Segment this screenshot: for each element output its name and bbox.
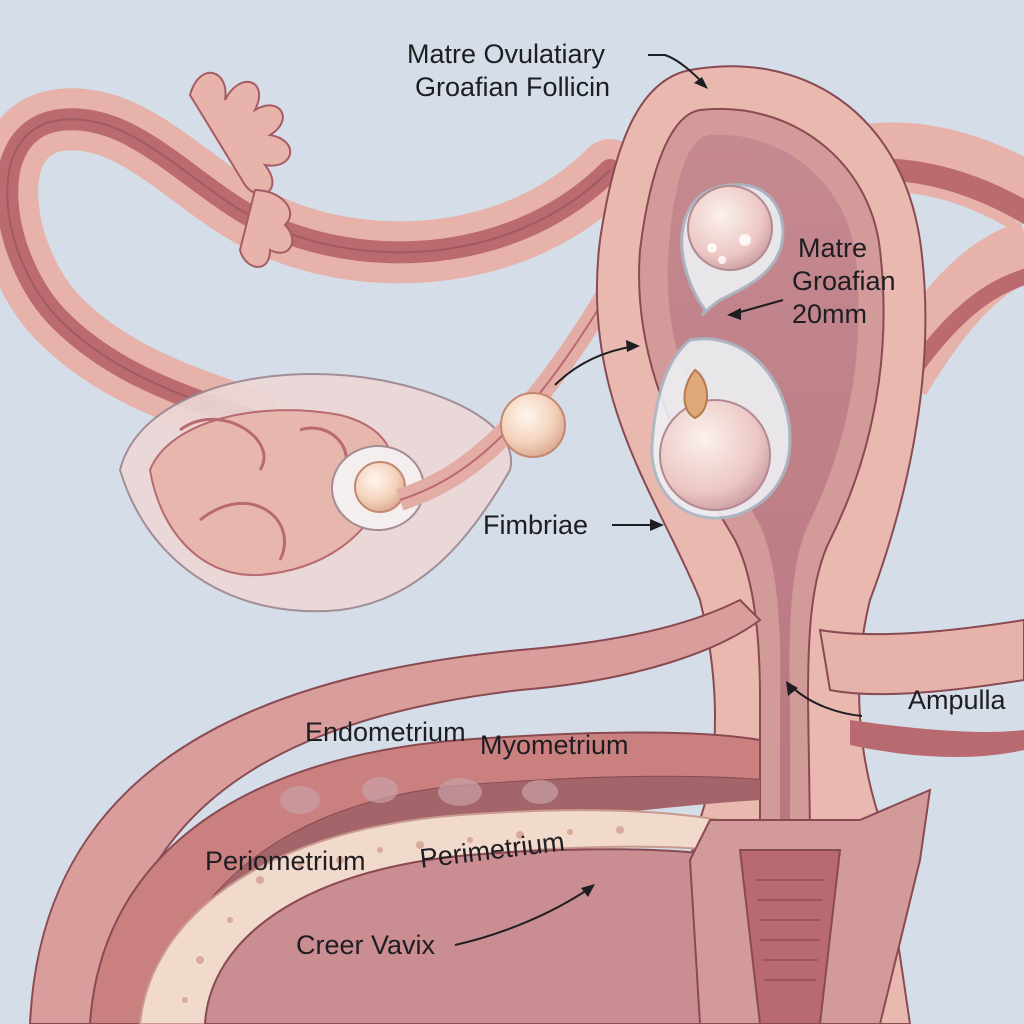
- label-endometrium: Endometrium: [305, 717, 466, 747]
- label-periometrium: Periometrium: [205, 846, 366, 876]
- label-top-follicle: Matre Ovulatiary Groafian Follicin: [407, 38, 610, 104]
- label-mature-follicle-line1: Matre: [798, 233, 868, 263]
- left-fallopian-tube: [0, 88, 641, 451]
- label-mature-follicle-line2: Groafian: [792, 265, 896, 296]
- arrowhead-top: [694, 77, 708, 89]
- label-mature-follicle: Matre Groafian 20mm: [792, 232, 896, 331]
- label-top-follicle-line2: Groafian Follicin: [415, 71, 611, 102]
- arrow-cervix: [454, 887, 591, 946]
- label-fimbriae: Fimbriae: [483, 510, 589, 540]
- label-cervix: Creer Vavix: [296, 930, 436, 960]
- arrowhead-fimbriae: [650, 519, 664, 531]
- label-top-follicle-line1: Matre Ovulatiary: [407, 39, 606, 69]
- arrow-ampulla: [789, 684, 863, 717]
- ovarian-ligament: [396, 284, 620, 511]
- label-mature-follicle-line3: 20mm: [792, 298, 868, 329]
- follicle-lower: [650, 337, 792, 520]
- label-myometrium: Myometrium: [480, 730, 629, 760]
- follicle-upper: [680, 183, 785, 316]
- released-ovum: [500, 392, 566, 458]
- arrowhead-ampulla: [786, 681, 798, 696]
- fimbriae-fringe: [188, 72, 294, 268]
- arrowhead-cervix: [581, 884, 595, 897]
- arrowhead-ovum: [626, 340, 640, 352]
- ovary: [118, 373, 513, 613]
- arrowhead-mature: [727, 308, 741, 320]
- arrow-heads: [581, 77, 798, 897]
- label-ampulla: Ampulla: [908, 685, 1006, 715]
- cervix: [688, 788, 932, 1024]
